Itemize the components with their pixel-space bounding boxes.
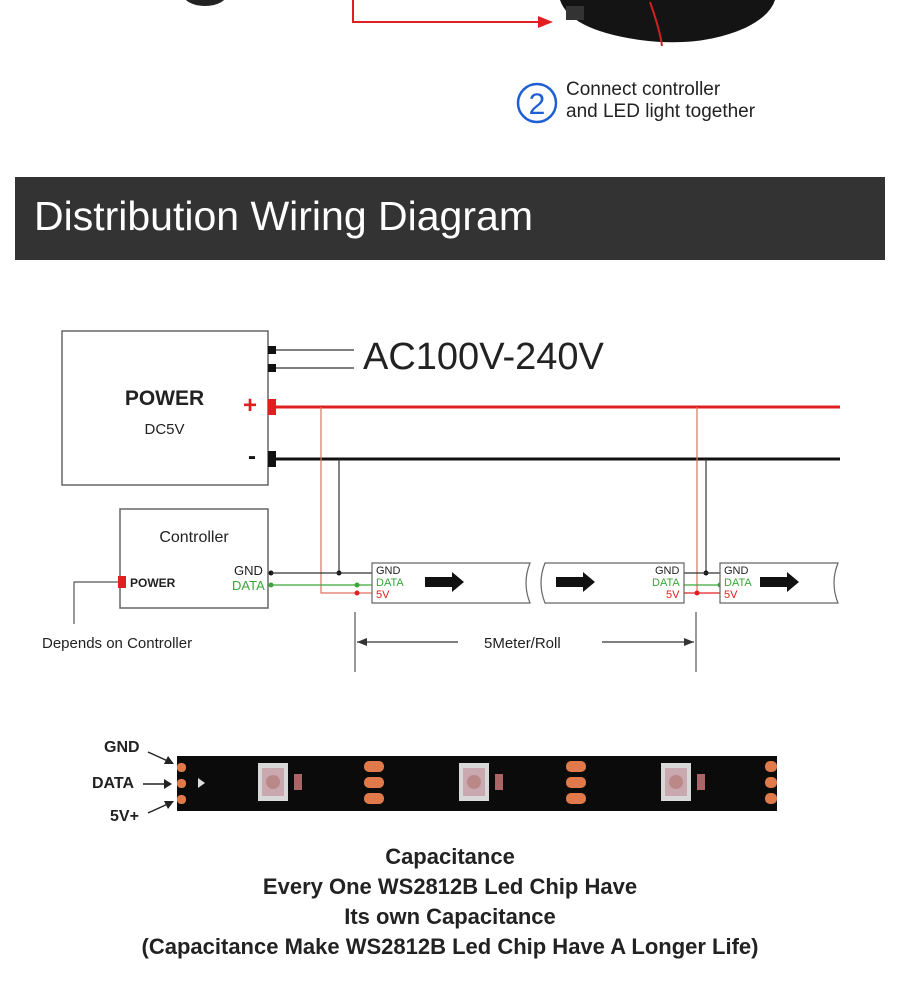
caption-line-1: Capacitance [385,844,515,869]
strip-1-gnd-label: GND [376,565,401,577]
caption-line-3: Its own Capacitance [344,904,556,929]
strip-3-5v-label: 5V [724,589,738,601]
negative-terminal [268,451,276,467]
cut-pads-2 [566,761,586,804]
controller-data-label: DATA [232,578,265,593]
section-title: Distribution Wiring Diagram [34,193,533,239]
led-strip-closeup [143,751,777,814]
step-2-badge-icon: 2 [516,82,558,124]
roll-length-label: 5Meter/Roll [484,635,561,652]
controller-note: Depends on Controller [42,635,193,652]
cut-pads-1 [364,761,384,804]
controller-box [119,508,269,609]
negative-symbol: - [248,443,256,470]
section-header-bar [15,177,885,260]
led-5v-label: 5V+ [110,808,139,825]
direction-arrow-2 [556,572,595,592]
step-line-2: and LED light together [566,101,756,122]
led-gnd-label: GND [104,739,140,756]
strip-2-5v-label: 5V [666,589,680,601]
caption-line-2: Every One WS2812B Led Chip Have [262,874,638,899]
controller-title: Controller [159,529,229,546]
strip-2-data-label: DATA [652,577,680,589]
led-reel-edge [560,0,775,43]
controller-gnd-label: GND [234,563,263,578]
direction-arrow-1 [425,572,464,592]
strip-2-gnd-label: GND [655,565,680,577]
led-chip-3 [661,763,705,801]
strip-1-data-label: DATA [376,577,404,589]
step-line-1: Connect controller [566,79,721,100]
power-voltage: DC5V [144,421,185,438]
controller-power-label: POWER [130,576,176,590]
controller-edge-shape [185,0,225,6]
ac-input-wires [276,349,354,369]
led-data-label: DATA [92,775,135,792]
strip-1-5v-label: 5V [376,589,390,601]
direction-arrow-3 [760,572,799,592]
led-chip-2 [459,763,503,801]
positive-symbol: + [243,392,258,419]
controller-power-lead [73,581,118,624]
ac-input-label: AC100V-240V [363,336,604,378]
led-strip-segment-2 [540,562,685,604]
ac-terminal-1 [268,346,276,354]
reel-connector [566,6,584,20]
step-description: Connect controller and LED light togethe… [566,79,755,123]
strip-3-data-label: DATA [724,577,752,589]
cut-pads-3 [765,761,777,804]
wiring-diagram [61,330,840,672]
power-supply-box [61,330,269,486]
step-number: 2 [529,88,546,121]
controller-power-terminal [118,576,126,588]
power-title: POWER [124,387,205,410]
strip-3-gnd-label: GND [724,565,749,577]
caption-line-4: (Capacitance Make WS2812B Led Chip Have … [141,934,759,959]
positive-terminal [268,399,276,415]
connection-arrow-line [352,0,540,23]
top-photo-remnant [185,0,775,47]
connection-arrow-head [538,16,553,28]
led-chip-1 [258,763,302,801]
ac-terminal-2 [268,364,276,372]
feed-5v-left [320,407,372,594]
